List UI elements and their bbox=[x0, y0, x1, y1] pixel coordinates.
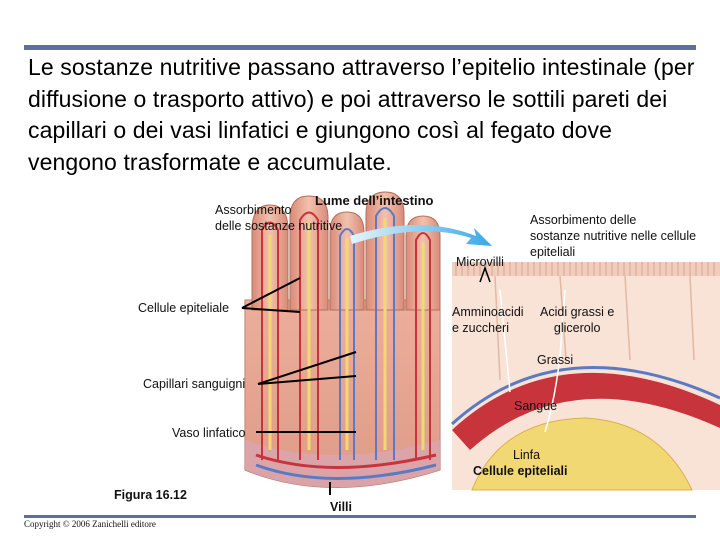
label-fats: Grassi bbox=[537, 353, 574, 367]
label-microvilli: Microvilli bbox=[456, 255, 504, 269]
label-cell-absorption: Assorbimento delle sostanze nutritive ne… bbox=[530, 212, 696, 260]
leader-lines bbox=[241, 277, 357, 495]
label-amino-acids-line2: e zuccheri bbox=[452, 321, 509, 335]
slide-body-text: Le sostanze nutritive passano attraverso… bbox=[28, 54, 695, 175]
label-amino-acids: Amminoacidi e zuccheri bbox=[452, 304, 524, 336]
label-lymph: Linfa bbox=[513, 448, 541, 462]
label-blood-capillaries: Capillari sanguigni bbox=[143, 377, 246, 391]
label-fatty-acids-line1: Acidi grassi e bbox=[540, 305, 615, 319]
label-cell-absorption-line2: sostanze nutritive nelle cellule bbox=[530, 229, 697, 243]
magnified-cells-panel bbox=[450, 262, 720, 491]
label-villi: Villi bbox=[330, 500, 353, 514]
label-amino-acids-line1: Amminoacidi bbox=[452, 305, 524, 319]
label-absorption: Assorbimento delle sostanze nutritive bbox=[215, 202, 342, 234]
label-cell-absorption-line1: Assorbimento delle bbox=[530, 213, 637, 227]
bottom-rule bbox=[24, 515, 696, 518]
label-fatty-acids: Acidi grassi e glicerolo bbox=[540, 304, 614, 336]
label-epithelial-cells: Cellule epiteliali bbox=[473, 464, 568, 478]
label-fatty-acids-line2: glicerolo bbox=[553, 321, 601, 335]
label-epithelial-cell: Cellule epiteliale bbox=[138, 301, 230, 315]
label-cell-absorption-line3: epiteliali bbox=[530, 245, 576, 259]
lymph-vessels bbox=[268, 218, 425, 450]
label-absorption-line2: delle sostanze nutritive bbox=[215, 219, 343, 233]
label-absorption-line1: Assorbimento bbox=[215, 203, 292, 217]
label-lymph-vessel: Vaso linfatico bbox=[172, 426, 246, 440]
absorption-arrow bbox=[350, 225, 492, 246]
blood-capillaries bbox=[255, 207, 437, 480]
copyright-notice: Copyright © 2006 Zanichelli editore bbox=[24, 519, 156, 529]
figure-caption: Figura 16.12 bbox=[114, 488, 187, 502]
microvilli-marker bbox=[479, 265, 491, 283]
label-blood: Sangue bbox=[514, 399, 558, 413]
label-lumen: Lume dell’intestino bbox=[315, 193, 434, 208]
top-rule bbox=[24, 45, 696, 50]
